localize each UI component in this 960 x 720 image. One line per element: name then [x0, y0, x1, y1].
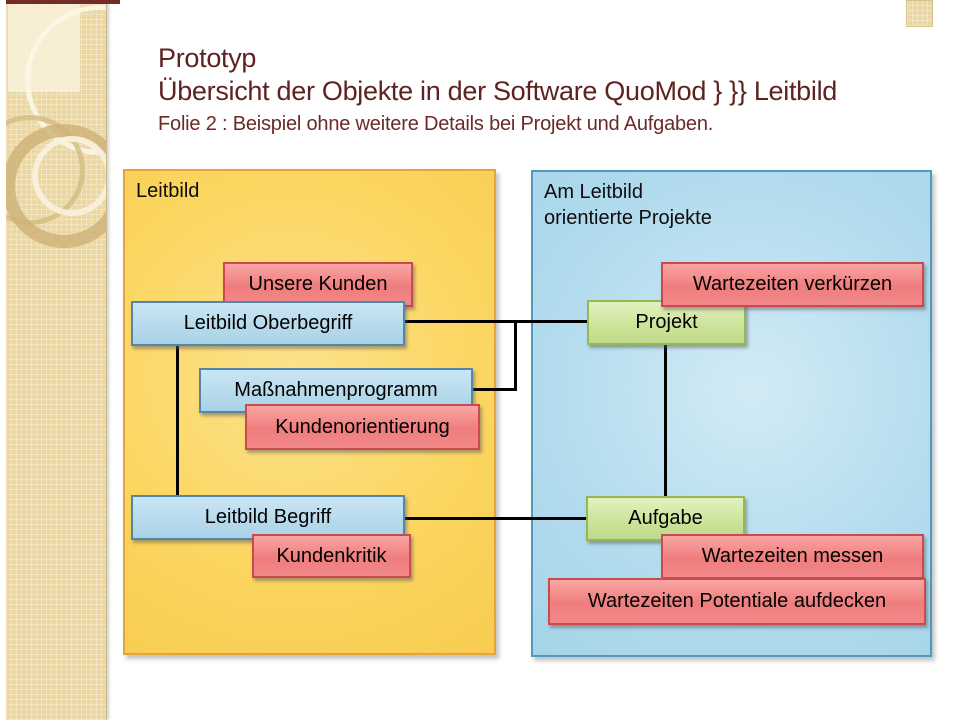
- slide-title-line2: Übersicht der Objekte in der Software Qu…: [158, 76, 837, 106]
- node-unsere-kunden: Unsere Kunden: [223, 262, 413, 307]
- node-label: Projekt: [635, 311, 698, 333]
- node-label: Leitbild Begriff: [204, 506, 332, 528]
- node-projekt: Projekt: [587, 300, 746, 345]
- panel-leitbild-label: Leitbild: [136, 180, 200, 202]
- node-label: Aufgabe: [628, 507, 703, 529]
- node-label: Kundenorientierung: [275, 415, 450, 438]
- decorative-side-strip: [6, 0, 107, 720]
- node-wartezeiten-potentiale: Wartezeiten Potentiale aufdecken: [548, 578, 926, 625]
- node-label: Unsere Kunden: [248, 273, 388, 295]
- node-wartezeiten-messen: Wartezeiten messen: [661, 534, 924, 579]
- connector-massnahmen-vertical: [514, 320, 517, 391]
- node-kundenkritik: Kundenkritik: [252, 534, 411, 578]
- connector-begriff-aufgabe: [405, 517, 586, 520]
- connector-oberbegriff-begriff: [176, 346, 179, 495]
- node-wartezeiten-verkuerzen: Wartezeiten verkürzen: [661, 262, 924, 307]
- accent-bar: [6, 0, 120, 4]
- node-label: Wartezeiten messen: [701, 545, 884, 567]
- panel-projekte-label-line2: orientierte Projekte: [544, 207, 712, 229]
- node-leitbild-oberbegriff: Leitbild Oberbegriff: [131, 301, 405, 346]
- slide-title-line1: Prototyp: [158, 43, 257, 73]
- ring-ornament: [32, 136, 106, 216]
- node-label: Leitbild Oberbegriff: [183, 312, 353, 334]
- connector-projekt-aufgabe: [664, 345, 667, 496]
- node-label: Maßnahmenprogramm: [234, 379, 438, 401]
- title-block: Prototyp Übersicht der Objekte in der So…: [158, 42, 928, 137]
- node-label: Wartezeiten Potentiale aufdecken: [587, 590, 887, 612]
- connector-massnahmen-horizontal: [473, 388, 517, 391]
- connector-oberbegriff-projekt: [405, 320, 587, 323]
- node-kundenorientierung: Kundenorientierung: [245, 404, 480, 450]
- slide-subtitle: Folie 2 : Beispiel ohne weitere Details …: [158, 113, 714, 135]
- corner-ornament: [906, 0, 933, 27]
- node-label: Wartezeiten verkürzen: [692, 273, 893, 295]
- panel-projekte-label: Am Leitbild orientierte Projekte: [533, 172, 930, 231]
- panel-projekte-label-line1: Am Leitbild: [544, 181, 643, 203]
- node-label: Kundenkritik: [276, 544, 387, 567]
